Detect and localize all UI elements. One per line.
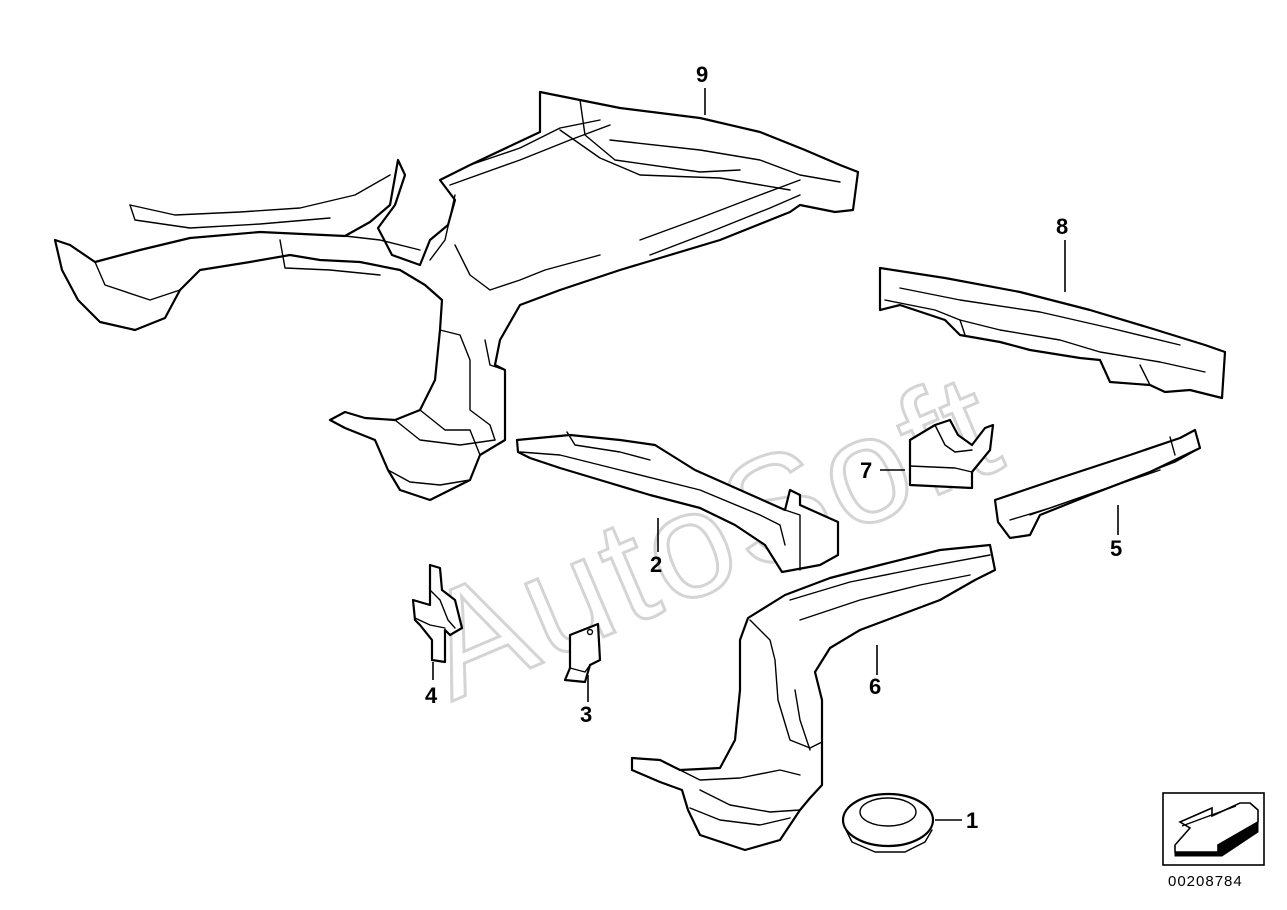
callout-5: 5 bbox=[1110, 536, 1122, 561]
part-4-bracket bbox=[411, 563, 464, 664]
document-number: 00208784 bbox=[1168, 873, 1243, 890]
callout-9: 9 bbox=[696, 62, 708, 87]
callout-6: 6 bbox=[869, 674, 881, 699]
part-8-cross-member bbox=[878, 266, 1227, 400]
callout-3: 3 bbox=[580, 702, 592, 727]
callout-8: 8 bbox=[1056, 214, 1068, 239]
part-6-front-member bbox=[630, 543, 997, 852]
callout-7: 7 bbox=[860, 458, 872, 483]
callouts: 9 8 7 5 2 6 1 4 3 bbox=[425, 62, 1122, 833]
callout-1: 1 bbox=[966, 808, 978, 833]
part-5-side-channel bbox=[993, 428, 1202, 540]
part-3-tab bbox=[563, 622, 602, 684]
part-1-grommet bbox=[841, 792, 935, 853]
part-9-rear-frame-assembly bbox=[53, 90, 860, 502]
leader-lines bbox=[432, 88, 1119, 821]
direction-arrow-icon bbox=[1174, 802, 1259, 857]
part-7-bracket bbox=[908, 418, 995, 490]
callout-4: 4 bbox=[425, 683, 438, 708]
orientation-box bbox=[1162, 792, 1265, 866]
callout-2: 2 bbox=[650, 552, 662, 577]
part-2-floor-member bbox=[515, 431, 840, 574]
